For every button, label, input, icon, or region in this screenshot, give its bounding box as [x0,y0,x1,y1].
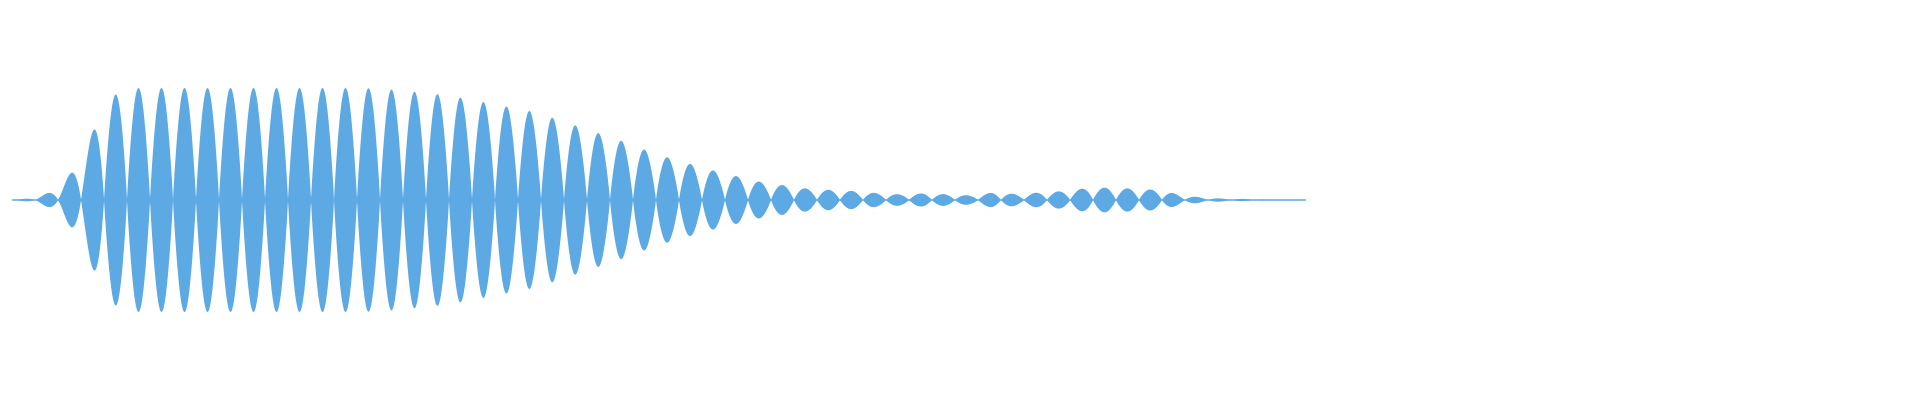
waveform-shape [12,88,1300,312]
